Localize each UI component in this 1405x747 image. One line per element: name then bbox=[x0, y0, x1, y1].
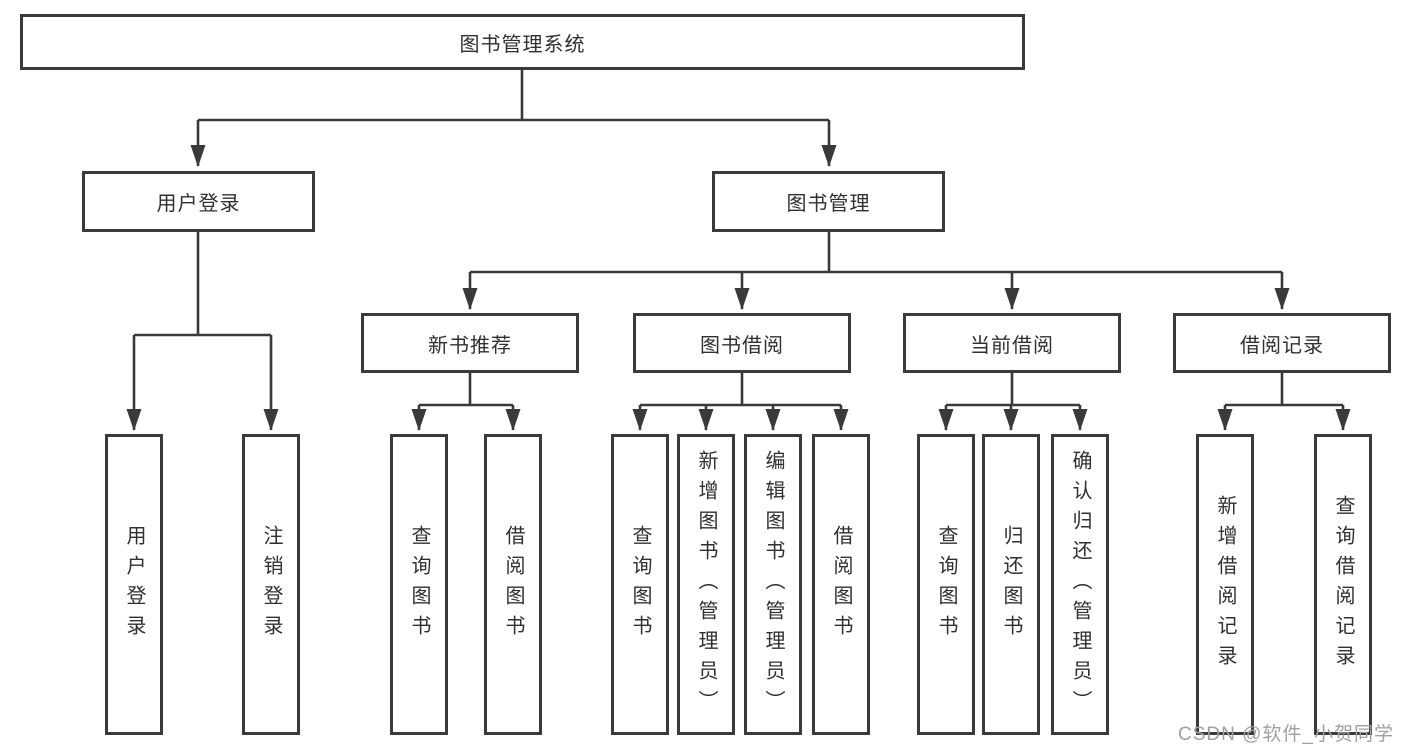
leaf-return-books: 归还图书 bbox=[982, 434, 1040, 735]
leaf-edit-books-admin: 编辑图书（管理员） bbox=[744, 434, 802, 735]
leaf-query-books-recommend-label: 查询图书 bbox=[408, 524, 430, 645]
node-user-login-label: 用户登录 bbox=[156, 193, 241, 215]
leaf-user-login-label: 用户登录 bbox=[123, 524, 145, 645]
leaf-add-borrow-record-label: 新增借阅记录 bbox=[1214, 494, 1236, 675]
node-borrow-records-label: 借阅记录 bbox=[1240, 334, 1324, 357]
leaf-add-books-admin-label: 新增图书（管理员） bbox=[695, 449, 717, 720]
leaf-borrow-books: 借阅图书 bbox=[812, 434, 870, 735]
leaf-borrow-books-recommend: 借阅图书 bbox=[484, 434, 542, 735]
leaf-logout-label: 注销登录 bbox=[260, 524, 282, 645]
leaf-borrow-books-label: 借阅图书 bbox=[830, 524, 852, 645]
leaf-query-books-current: 查询图书 bbox=[917, 434, 975, 735]
leaf-confirm-return-admin: 确认归还（管理员） bbox=[1051, 434, 1109, 735]
leaf-query-books-recommend: 查询图书 bbox=[390, 434, 448, 735]
leaf-query-borrow-record: 查询借阅记录 bbox=[1314, 434, 1372, 735]
leaf-query-borrow-record-label: 查询借阅记录 bbox=[1332, 494, 1354, 675]
node-current-borrowing-label: 当前借阅 bbox=[970, 334, 1054, 357]
leaf-borrow-books-recommend-label: 借阅图书 bbox=[502, 524, 524, 645]
leaf-query-books-borrowing-label: 查询图书 bbox=[629, 524, 651, 645]
node-book-borrowing: 图书借阅 bbox=[633, 313, 851, 373]
node-current-borrowing: 当前借阅 bbox=[903, 313, 1121, 373]
node-borrow-records: 借阅记录 bbox=[1173, 313, 1391, 373]
node-book-borrowing-label: 图书借阅 bbox=[700, 334, 784, 357]
leaf-add-books-admin: 新增图书（管理员） bbox=[677, 434, 735, 735]
leaf-query-books-current-label: 查询图书 bbox=[935, 524, 957, 645]
leaf-query-books-borrowing: 查询图书 bbox=[611, 434, 669, 735]
leaf-edit-books-admin-label: 编辑图书（管理员） bbox=[762, 449, 784, 720]
leaf-logout: 注销登录 bbox=[242, 434, 300, 735]
node-book-management-label: 图书管理 bbox=[786, 193, 871, 215]
leaf-return-books-label: 归还图书 bbox=[1000, 524, 1022, 645]
leaf-confirm-return-admin-label: 确认归还（管理员） bbox=[1069, 449, 1091, 720]
leaf-user-login: 用户登录 bbox=[105, 434, 163, 735]
leaf-add-borrow-record: 新增借阅记录 bbox=[1196, 434, 1254, 735]
csdn-watermark: CSDN @软件_小贺同学 bbox=[1178, 724, 1394, 745]
node-system-root: 图书管理系统 bbox=[20, 14, 1025, 70]
node-user-login: 用户登录 bbox=[82, 171, 315, 232]
node-new-book-recommendation: 新书推荐 bbox=[361, 313, 579, 373]
node-system-root-label: 图书管理系统 bbox=[459, 33, 586, 56]
node-book-management: 图书管理 bbox=[712, 171, 945, 232]
node-new-book-recommendation-label: 新书推荐 bbox=[428, 334, 512, 357]
